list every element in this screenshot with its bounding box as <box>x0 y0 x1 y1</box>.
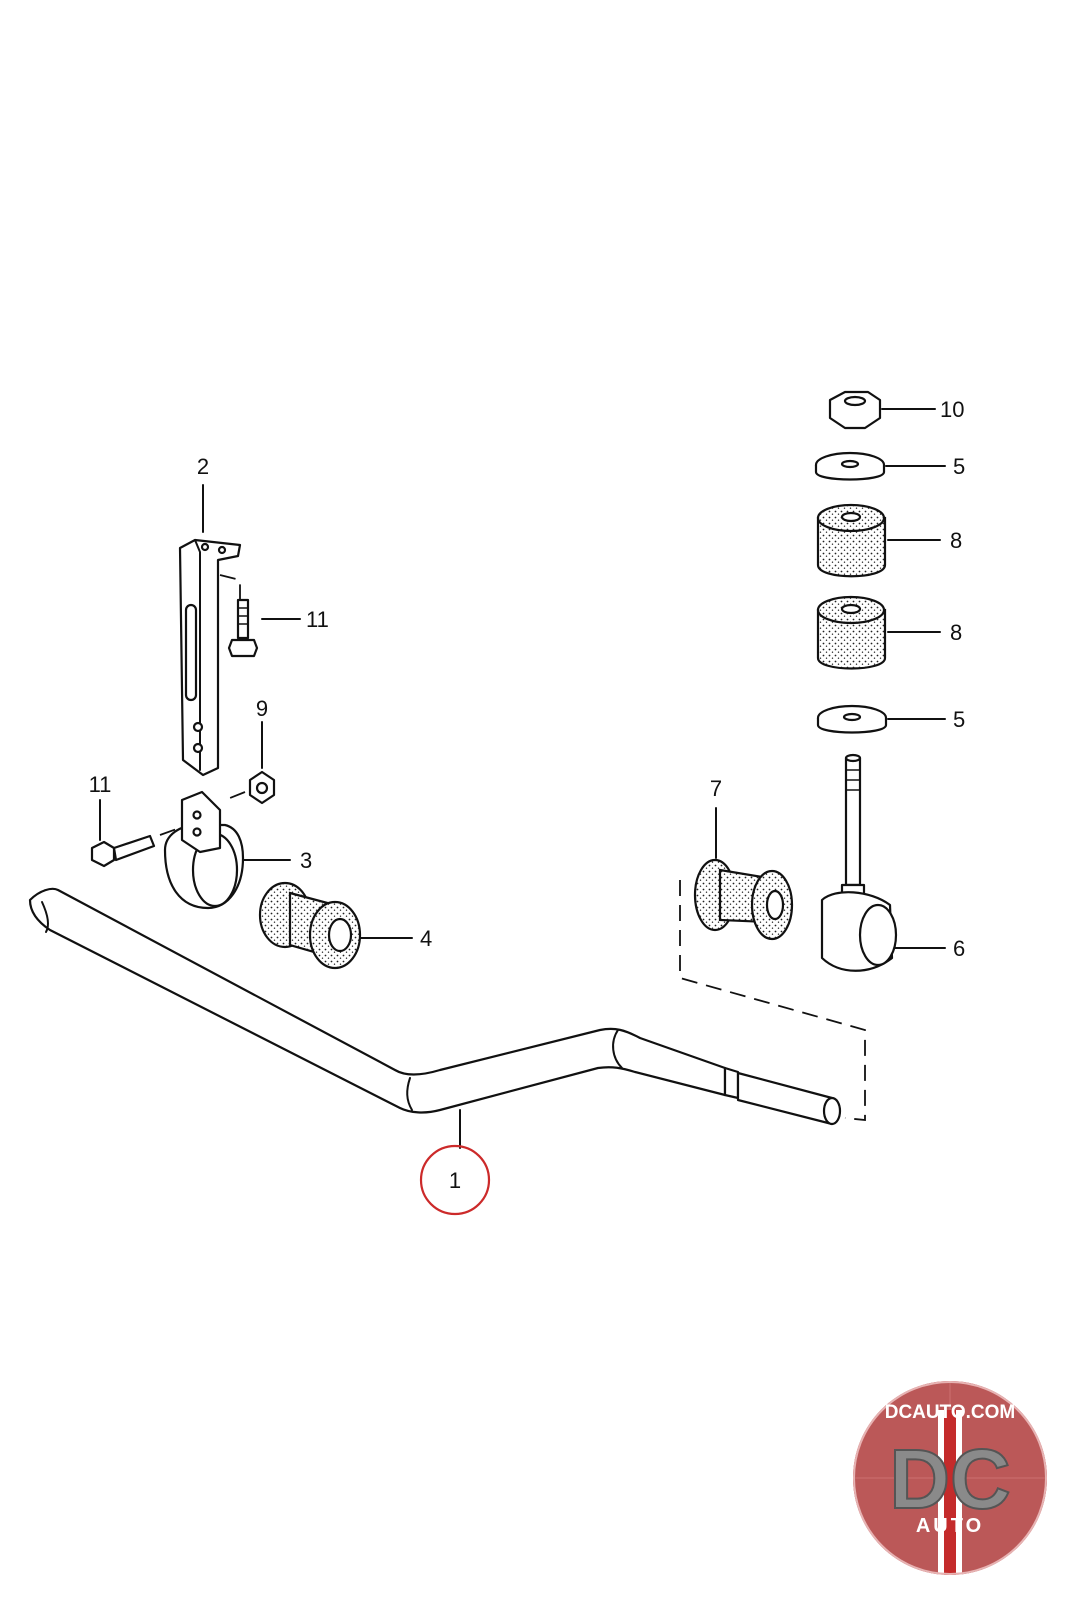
logo-text-top: DCAUTO.COM <box>885 1402 1016 1423</box>
bolt-upper <box>227 598 301 658</box>
callout-11-upper: 11 <box>306 607 329 632</box>
callout-8-upper: 8 <box>950 528 962 553</box>
callout-6: 6 <box>953 936 965 961</box>
drop-link-bushing <box>693 807 794 941</box>
washer-lower <box>816 704 946 734</box>
link-bushing-lower <box>816 595 941 670</box>
callout-10: 10 <box>940 397 964 422</box>
assembly-dash <box>679 880 866 1121</box>
link-bushing-upper <box>816 503 941 578</box>
logo-text-bottom: AUTO <box>916 1515 984 1537</box>
highlight-circle <box>419 1144 491 1216</box>
nut-9 <box>224 721 276 805</box>
callout-3: 3 <box>300 848 312 873</box>
callout-2: 2 <box>197 454 209 479</box>
clamp <box>163 790 291 910</box>
callout-5-upper: 5 <box>953 454 965 479</box>
callout-1: 1 <box>449 1168 461 1193</box>
drop-link <box>820 753 946 972</box>
callout-8-lower: 8 <box>950 620 962 645</box>
stabilizer-bar <box>28 887 842 1149</box>
dcauto-logo: DCAUTO.COM DC AUTO <box>853 1381 1047 1575</box>
callout-7: 7 <box>710 776 722 801</box>
callout-11-lower: 11 <box>89 772 112 797</box>
bolt-lower <box>90 799 186 868</box>
logo-monogram: DC <box>889 1432 1010 1526</box>
washer-upper <box>814 451 946 481</box>
callout-4: 4 <box>420 926 432 951</box>
bar-bushing <box>258 881 413 970</box>
callout-5-lower: 5 <box>953 707 965 732</box>
mounting-bracket <box>178 484 242 777</box>
nut-10 <box>828 390 936 430</box>
callout-9: 9 <box>256 696 268 721</box>
